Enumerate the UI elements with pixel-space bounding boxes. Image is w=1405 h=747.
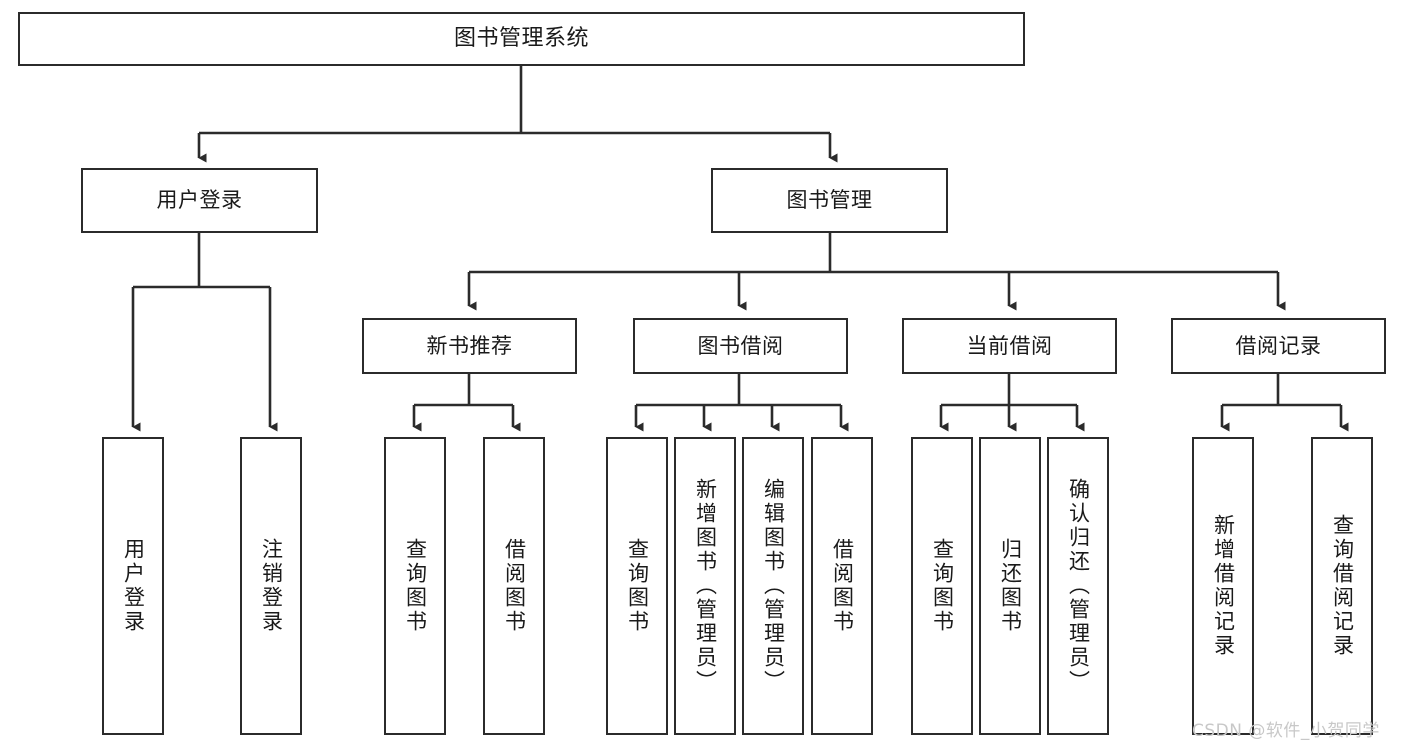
node-label: 编辑图书（管理员） — [761, 478, 786, 694]
leaf-book-borrow-borrow-book[interactable]: 借阅图书 — [811, 437, 873, 735]
node-book-management[interactable]: 图书管理 — [711, 168, 948, 233]
node-label: 注销登录 — [259, 538, 284, 634]
node-label: 图书管理 — [786, 188, 873, 213]
leaf-new-book-query-book[interactable]: 查询图书 — [384, 437, 446, 735]
leaf-current-borrow-return-book[interactable]: 归还图书 — [979, 437, 1041, 735]
node-label: 新书推荐 — [426, 333, 513, 358]
node-label: 查询借阅记录 — [1330, 514, 1355, 658]
node-label: 借阅图书 — [502, 538, 527, 634]
node-label: 借阅图书 — [830, 538, 855, 634]
node-user-login[interactable]: 用户登录 — [81, 168, 318, 233]
leaf-book-borrow-add-book-admin[interactable]: 新增图书（管理员） — [674, 437, 736, 735]
node-borrow-record[interactable]: 借阅记录 — [1171, 318, 1386, 374]
node-label: 查询图书 — [403, 538, 428, 634]
node-new-book-recommend[interactable]: 新书推荐 — [362, 318, 577, 374]
node-label: 确认归还（管理员） — [1066, 478, 1091, 694]
node-label: 查询图书 — [930, 538, 955, 634]
node-label: 新增借阅记录 — [1211, 514, 1236, 658]
leaf-user-login-logout[interactable]: 注销登录 — [240, 437, 302, 735]
node-label: 图书管理系统 — [453, 26, 589, 52]
node-label: 当前借阅 — [966, 333, 1053, 358]
node-label: 新增图书（管理员） — [693, 478, 718, 694]
node-current-borrow[interactable]: 当前借阅 — [902, 318, 1117, 374]
leaf-borrow-record-add-record[interactable]: 新增借阅记录 — [1192, 437, 1254, 735]
node-root-book-management-system[interactable]: 图书管理系统 — [18, 12, 1025, 66]
leaf-borrow-record-query-record[interactable]: 查询借阅记录 — [1311, 437, 1373, 735]
leaf-book-borrow-edit-book-admin[interactable]: 编辑图书（管理员） — [742, 437, 804, 735]
leaf-user-login-login[interactable]: 用户登录 — [102, 437, 164, 735]
leaf-book-borrow-query-book[interactable]: 查询图书 — [606, 437, 668, 735]
leaf-new-book-borrow-book[interactable]: 借阅图书 — [483, 437, 545, 735]
node-label: 用户登录 — [156, 188, 243, 213]
node-label: 图书借阅 — [697, 333, 784, 358]
leaf-current-borrow-query-book[interactable]: 查询图书 — [911, 437, 973, 735]
leaf-current-borrow-confirm-return-admin[interactable]: 确认归还（管理员） — [1047, 437, 1109, 735]
node-label: 借阅记录 — [1235, 333, 1322, 358]
node-label: 用户登录 — [121, 538, 146, 634]
node-book-borrow[interactable]: 图书借阅 — [633, 318, 848, 374]
node-label: 归还图书 — [998, 538, 1023, 634]
node-label: 查询图书 — [625, 538, 650, 634]
